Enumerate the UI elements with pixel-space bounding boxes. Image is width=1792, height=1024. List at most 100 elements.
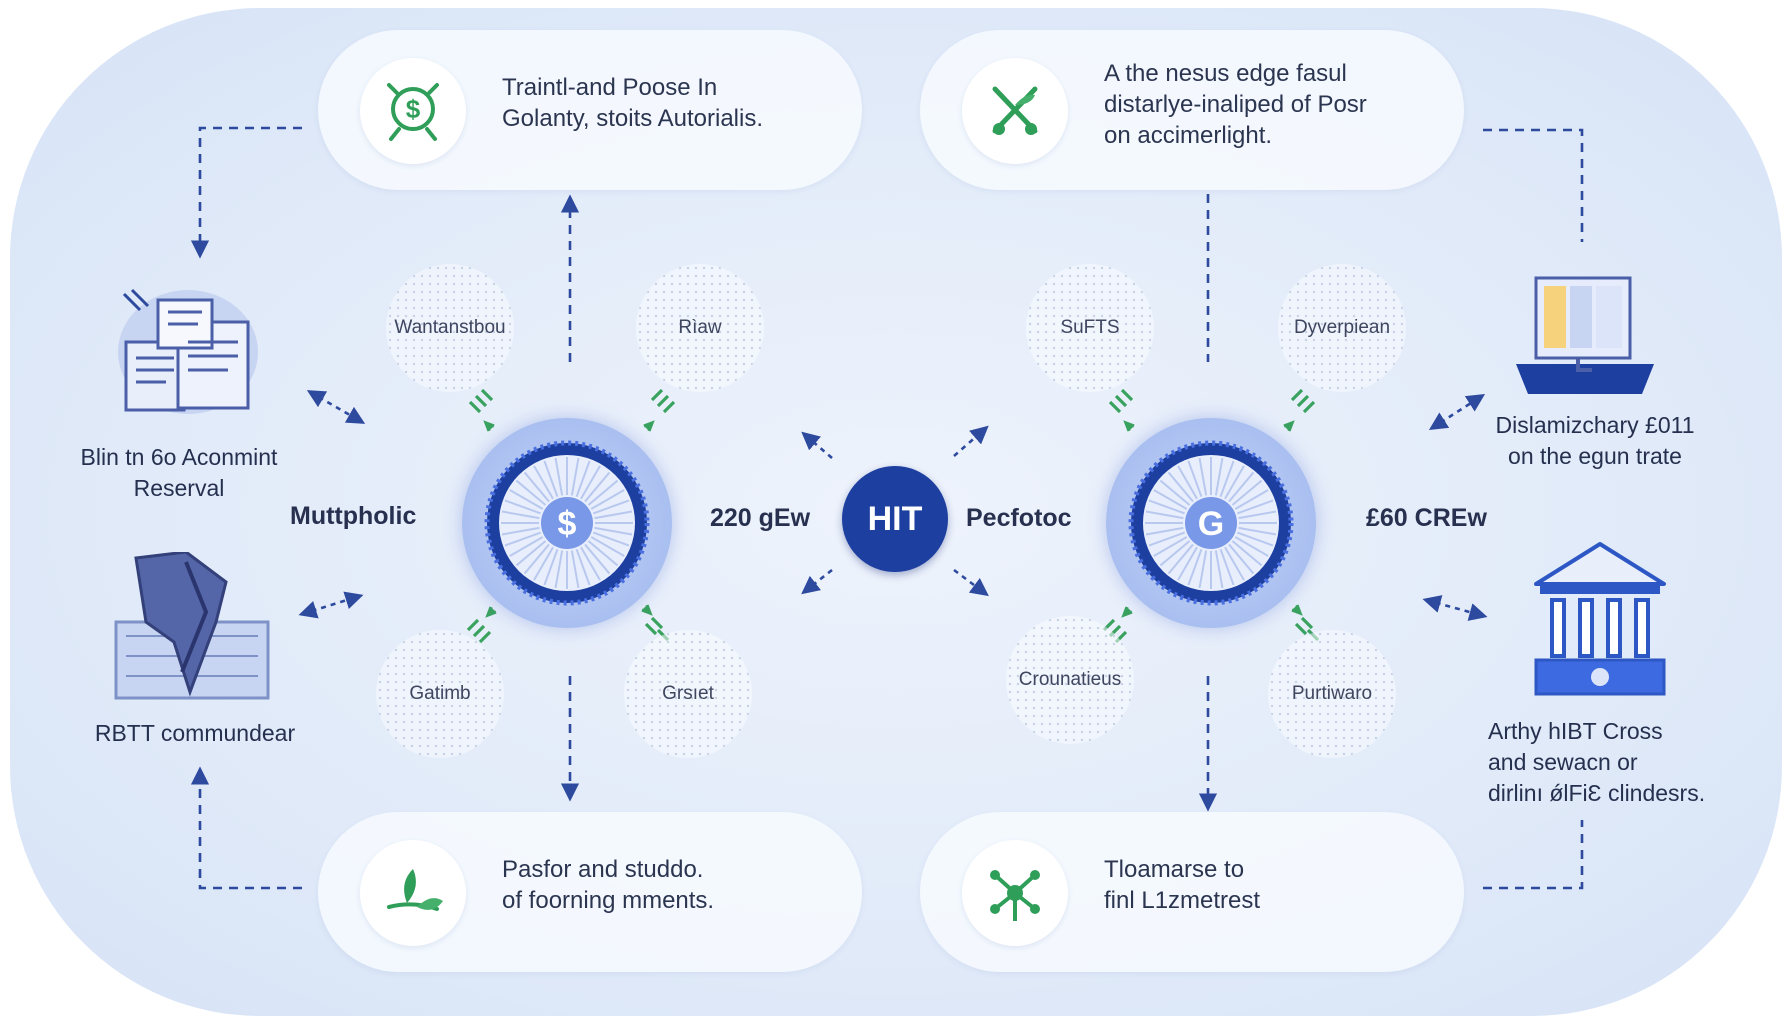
card-bottom-right: Tloamarse to finl L1zmetrest (920, 812, 1464, 972)
hub-spoke (1148, 531, 1186, 547)
hub-spoke (501, 526, 540, 536)
hub2-left-label: Pecfotoc (966, 504, 1072, 532)
hub-spoke (587, 479, 619, 506)
hub-spoke (1145, 526, 1184, 536)
hub1-left-label: Muttpholic (290, 502, 417, 530)
hub-spoke (501, 510, 540, 520)
hub-spoke (543, 460, 559, 498)
hub-spoke (592, 531, 630, 547)
workstation-icon (1510, 272, 1660, 407)
hub-spoke (1177, 465, 1198, 500)
hub-spoke (509, 536, 544, 557)
money-bag-icon: $ (360, 58, 466, 164)
card-top-right: A the nesus edge fasul distarlye-inalipe… (920, 30, 1464, 190)
hub-spoke (1219, 548, 1235, 586)
hub2-right-label: £60 CREw (1366, 504, 1487, 532)
hub-spoke (1167, 543, 1194, 575)
card-text: A the nesus edge fasul distarlye-inalipe… (1104, 60, 1367, 149)
satellite-label: Purtiwaro (1291, 683, 1373, 704)
hub-spoke (1224, 546, 1245, 581)
right-item-bottom-label: Arthy hIBT Cross and sewacn or dirlinı ǿ… (1488, 718, 1706, 806)
hub-spoke (533, 465, 554, 500)
satellite-label: Crounatieus (1018, 669, 1122, 690)
hub-spoke (515, 540, 547, 567)
hub-spoke (1234, 489, 1269, 510)
satellite-bubble: Purtiwaro (1268, 630, 1396, 758)
statue-icon (106, 550, 276, 717)
left-item-top-label: Blin tn 6o Aconmint Reserval (80, 444, 278, 501)
hub-spoke (590, 489, 625, 510)
hub-spoke (1148, 499, 1186, 515)
hub-spoke (1224, 465, 1245, 500)
satellite-bubble: Grsıet (624, 630, 752, 758)
network-node-icon (962, 840, 1068, 946)
right-item-top-label: Dislamizchary £011 on the egun trate (1495, 412, 1695, 469)
satellite-bubble: Wantanstbou (386, 264, 514, 392)
hub-spoke (1187, 548, 1203, 586)
hub-wheel-icon: G (1128, 440, 1294, 606)
hub-wheel-icon: $ (484, 440, 650, 606)
hub-spoke (523, 471, 550, 503)
hub-spoke (1231, 479, 1263, 506)
satellite-label: Wantanstbou (394, 317, 506, 338)
card-text: Traintl-and Poose In Golanty, stoits Aut… (502, 74, 763, 132)
satellite-bubble: Gatimb (376, 630, 504, 758)
hub-spoke (554, 457, 564, 496)
hub-spoke (592, 499, 630, 515)
hub-spoke (1231, 540, 1263, 567)
hub-spoke (533, 546, 554, 581)
hub-spoke (543, 548, 559, 586)
hub-symbol: G (1198, 505, 1224, 543)
hub-spoke (580, 546, 601, 581)
satellite-bubble: Rìaw (636, 264, 764, 392)
hub-spoke (1198, 457, 1208, 496)
leaf-icon (360, 840, 466, 946)
hub-spoke (1228, 543, 1255, 575)
hub-spoke (1236, 531, 1274, 547)
svg-text:$: $ (406, 94, 421, 124)
hub-spoke (1238, 510, 1277, 520)
hub-spoke (1234, 536, 1269, 557)
hub-spoke (590, 536, 625, 557)
satellite-label: Dyverpiean (1293, 317, 1391, 338)
satellite-label: Grsıet (662, 683, 714, 704)
satellite-bubble: Crounatieus (1006, 616, 1134, 744)
satellite-label: Gatimb (409, 683, 471, 704)
hub-spoke (509, 489, 544, 510)
hub-dollar: $ (462, 418, 672, 628)
satellite-bubble: SuFTS (1026, 264, 1154, 392)
left-item-bottom-label: RBTT commundear (94, 720, 296, 746)
hub-spoke (1236, 499, 1274, 515)
hub-spoke (1187, 460, 1203, 498)
hub-spoke (570, 550, 580, 589)
hub-spoke (1153, 536, 1188, 557)
hub-spoke (594, 510, 633, 520)
card-top-left: $ Traintl-and Poose In Golanty, stoits A… (318, 30, 862, 190)
card-bottom-left: Pasfor and studdo. of foorning mments. (318, 812, 862, 972)
hub-spoke (515, 479, 547, 506)
bank-icon (1530, 540, 1670, 705)
hub-spoke (504, 531, 542, 547)
hub-spoke (575, 548, 591, 586)
hub-spoke (570, 457, 580, 496)
hub-symbol: $ (558, 505, 577, 543)
hub-spoke (523, 543, 550, 575)
hub1-right-label: 220 gEw (710, 504, 811, 532)
satellite-label: SuFTS (1060, 317, 1120, 338)
documents-icon (108, 282, 268, 427)
hub-spoke (1238, 526, 1277, 536)
hub-spoke (1198, 550, 1208, 589)
scissors-plant-icon (962, 58, 1068, 164)
center-node: HIT (842, 466, 948, 572)
card-text: Pasfor and studdo. of foorning mments. (502, 856, 715, 914)
hub-spoke (575, 460, 591, 498)
satellite-label: Rìaw (678, 317, 722, 338)
satellite-bubble: Dyverpiean (1278, 264, 1406, 392)
hub-spoke (554, 550, 564, 589)
hub-spoke (1159, 479, 1191, 506)
hub-spoke (1228, 471, 1255, 503)
hub-g: G (1106, 418, 1316, 628)
hub-spoke (1214, 550, 1224, 589)
hub-spoke (587, 540, 619, 567)
hub-spoke (1153, 489, 1188, 510)
